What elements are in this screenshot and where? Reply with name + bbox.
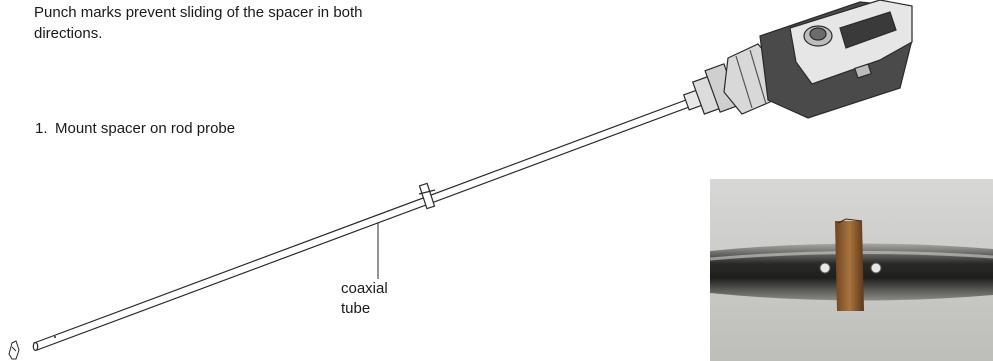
spacer-on-rod: [418, 182, 436, 210]
step-text: Mount spacer on rod probe: [55, 120, 236, 137]
punch-mark-right: [870, 262, 882, 274]
step-number: 1.: [35, 120, 48, 137]
sensor-housing: [682, 0, 913, 119]
photo-spacer: [835, 221, 864, 311]
coaxial-tube-label-line1: coaxial: [341, 280, 388, 297]
caption-text: Punch marks prevent sliding of the space…: [34, 4, 363, 42]
spacer-photo: [710, 179, 993, 361]
punch-mark-left: [819, 262, 831, 274]
coaxial-tube-label-line2: tube: [341, 300, 371, 317]
probe-end-weight: [8, 340, 20, 360]
step-1: 1. Mount spacer on rod probe: [35, 119, 265, 139]
coaxial-tube-label: coaxial tube: [341, 279, 411, 319]
